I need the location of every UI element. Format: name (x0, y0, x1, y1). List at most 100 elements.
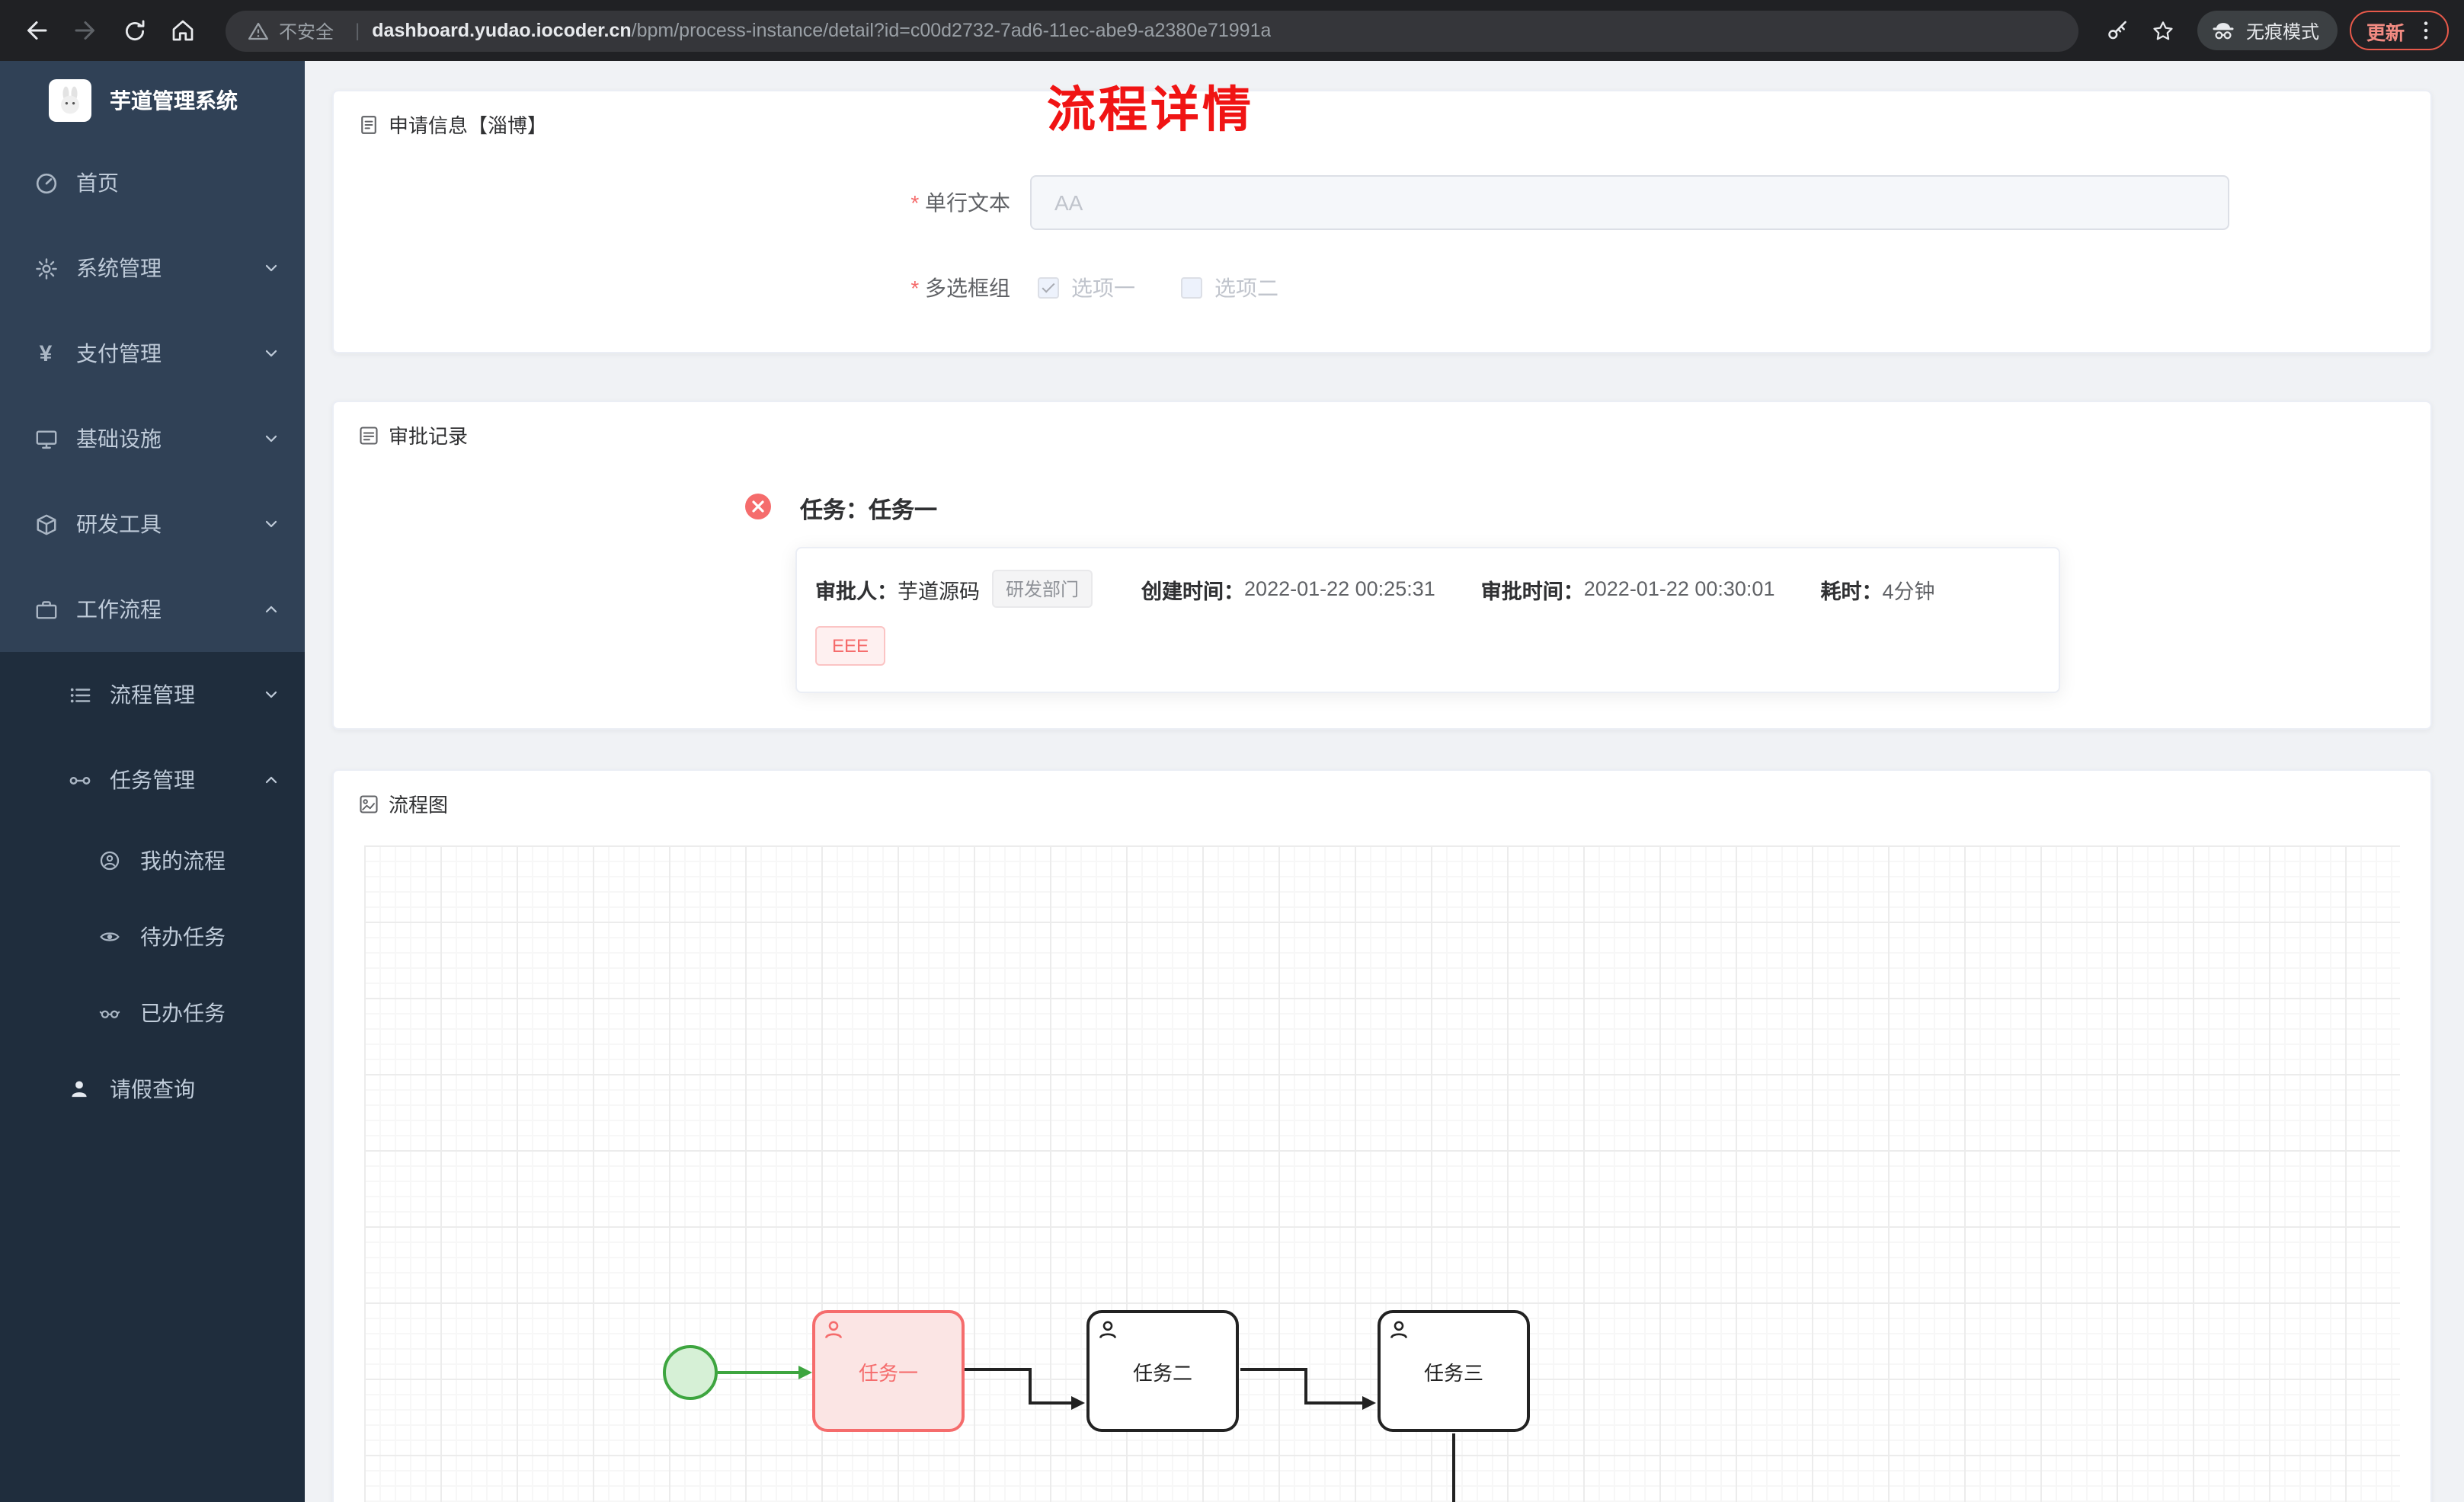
checkbox-option-label: 选项二 (1214, 276, 1278, 300)
omnibox-divider: | (355, 20, 360, 41)
update-button[interactable]: 更新 (2349, 11, 2449, 50)
checkbox-option-2[interactable]: 选项二 (1181, 273, 1278, 303)
sidebar-item-devtools[interactable]: 研发工具 (0, 481, 305, 567)
forward-icon[interactable] (64, 9, 107, 52)
approval-card-title: 审批记录 (389, 425, 469, 448)
security-label[interactable]: 不安全 (279, 21, 334, 42)
sidebar-item-my-process[interactable]: 我的流程 (0, 823, 305, 899)
yen-icon: ¥ (39, 340, 53, 366)
page-title: 流程详情 (1047, 82, 1255, 137)
sidebar-item-infra[interactable]: 基础设施 (0, 396, 305, 481)
sidebar-item-label: 研发工具 (76, 512, 162, 536)
briefcase-icon (34, 598, 58, 621)
back-icon[interactable] (15, 9, 58, 52)
chevron-down-icon (262, 685, 280, 704)
user-task-icon (823, 1319, 844, 1345)
chevron-up-icon (262, 600, 280, 618)
approve-time-label: 审批时间： (1480, 580, 1584, 602)
sidebar-item-label: 任务管理 (110, 768, 195, 792)
logo-rabbit-icon (49, 79, 91, 122)
sidebar-item-label: 我的流程 (140, 848, 226, 873)
refresh-icon[interactable] (113, 9, 155, 52)
bookmark-star-icon[interactable] (2142, 9, 2185, 52)
bpmn-task-2[interactable]: 任务二 (1086, 1310, 1239, 1432)
home-icon[interactable] (162, 9, 204, 52)
eye-icon (98, 926, 122, 948)
chevron-down-icon (262, 430, 280, 448)
sidebar-item-label: 已办任务 (140, 1001, 226, 1025)
update-label: 更新 (2366, 22, 2405, 43)
approval-task-title: 任务：任务一 (800, 498, 938, 524)
single-line-text-input[interactable] (1030, 175, 2229, 230)
create-time-label: 创建时间： (1141, 580, 1245, 602)
sidebar-item-label: 支付管理 (76, 341, 162, 366)
approval-records-card: 审批记录 任务：任务一 审批人： 芋道源码 研发部门 创建时间： 2022-01… (332, 401, 2432, 730)
approver-name: 芋道源码 (898, 580, 980, 602)
url-path: /bpm/process-instance/detail?id=c00d2732… (631, 20, 1272, 41)
create-time-value: 2022-01-22 00:25:31 (1244, 577, 1435, 600)
main-content: 流程详情 申请信息【淄博】 单行文本 多选框组 选项一 (305, 61, 2464, 1502)
address-bar[interactable]: 不安全 | dashboard.yudao.iocoder.cn/bpm/pro… (226, 10, 2078, 51)
duration-label: 耗时： (1820, 580, 1883, 602)
comment-tag: EEE (815, 626, 886, 666)
list-icon (67, 683, 91, 706)
dashboard-icon (34, 171, 58, 194)
gear-icon (34, 257, 58, 280)
bpmn-task-3[interactable]: 任务三 (1378, 1310, 1530, 1432)
sidebar: 芋道管理系统 首页 系统管理 ¥ 支付管理 (0, 61, 305, 1502)
checkbox-group-label: 多选框组 (334, 273, 1010, 303)
app-logo[interactable]: 芋道管理系统 (0, 61, 305, 140)
sidebar-item-todo-tasks[interactable]: 待办任务 (0, 899, 305, 975)
flow-link-icon (67, 769, 91, 791)
sidebar-item-leave-query[interactable]: 请假查询 (0, 1051, 305, 1127)
sidebar-item-payment[interactable]: ¥ 支付管理 (0, 311, 305, 396)
menu-dots-icon[interactable] (2414, 18, 2438, 43)
sidebar-item-label: 流程管理 (110, 682, 195, 707)
monitor-icon (34, 427, 58, 450)
chevron-down-icon (262, 344, 280, 363)
approval-card-header: 审批记录 (334, 402, 2430, 465)
glasses-icon (98, 1002, 122, 1024)
apply-card-header: 申请信息【淄博】 (334, 91, 2430, 154)
form-row-text: 单行文本 (334, 175, 2430, 230)
cube-icon (34, 513, 58, 535)
diagram-card-header: 流程图 (334, 771, 2430, 833)
sidebar-item-label: 首页 (76, 171, 119, 195)
sidebar-item-workflow[interactable]: 工作流程 (0, 567, 305, 652)
diagram-card-title: 流程图 (389, 794, 449, 817)
incognito-label: 无痕模式 (2245, 21, 2319, 42)
apply-card-title: 申请信息【淄博】 (389, 114, 548, 137)
checkbox-unchecked-icon[interactable] (1181, 277, 1202, 299)
diagram-icon (360, 794, 378, 813)
bpmn-task-1[interactable]: 任务一 (812, 1310, 965, 1432)
process-diagram-card: 流程图 (332, 769, 2432, 1502)
sidebar-item-process-mgmt[interactable]: 流程管理 (0, 652, 305, 737)
user-task-icon (1097, 1319, 1118, 1345)
checkbox-option-1[interactable]: 选项一 (1038, 273, 1135, 303)
checkbox-option-label: 选项一 (1071, 276, 1135, 300)
chevron-up-icon (262, 771, 280, 789)
warning-icon (248, 21, 268, 40)
sidebar-item-label: 请假查询 (110, 1077, 195, 1101)
bpmn-start-event[interactable] (663, 1345, 718, 1400)
sidebar-item-system[interactable]: 系统管理 (0, 225, 305, 311)
checkbox-checked-icon[interactable] (1038, 277, 1059, 299)
bpmn-canvas[interactable]: 任务一 任务二 任务三 (364, 845, 2400, 1502)
sidebar-item-home[interactable]: 首页 (0, 140, 305, 225)
text-field-label: 单行文本 (334, 187, 1010, 218)
record-icon (360, 426, 378, 444)
person-circle-icon (98, 850, 122, 871)
approval-record-line: 审批人： 芋道源码 研发部门 创建时间： 2022-01-22 00:25:31… (815, 570, 2040, 608)
app-title: 芋道管理系统 (110, 88, 238, 113)
sidebar-item-done-tasks[interactable]: 已办任务 (0, 975, 305, 1051)
url-text: dashboard.yudao.iocoder.cn/bpm/process-i… (372, 20, 1271, 41)
chevron-down-icon (262, 259, 280, 277)
password-key-icon[interactable] (2097, 9, 2139, 52)
error-circle-icon (745, 494, 771, 527)
sidebar-item-task-mgmt[interactable]: 任务管理 (0, 737, 305, 823)
sidebar-item-label: 待办任务 (140, 925, 226, 949)
duration-value: 4分钟 (1882, 580, 1935, 602)
checkbox-group: 选项一 选项二 (1038, 273, 1324, 303)
browser-toolbar: 不安全 | dashboard.yudao.iocoder.cn/bpm/pro… (0, 0, 2464, 61)
bpmn-task-label: 任务一 (858, 1361, 918, 1384)
